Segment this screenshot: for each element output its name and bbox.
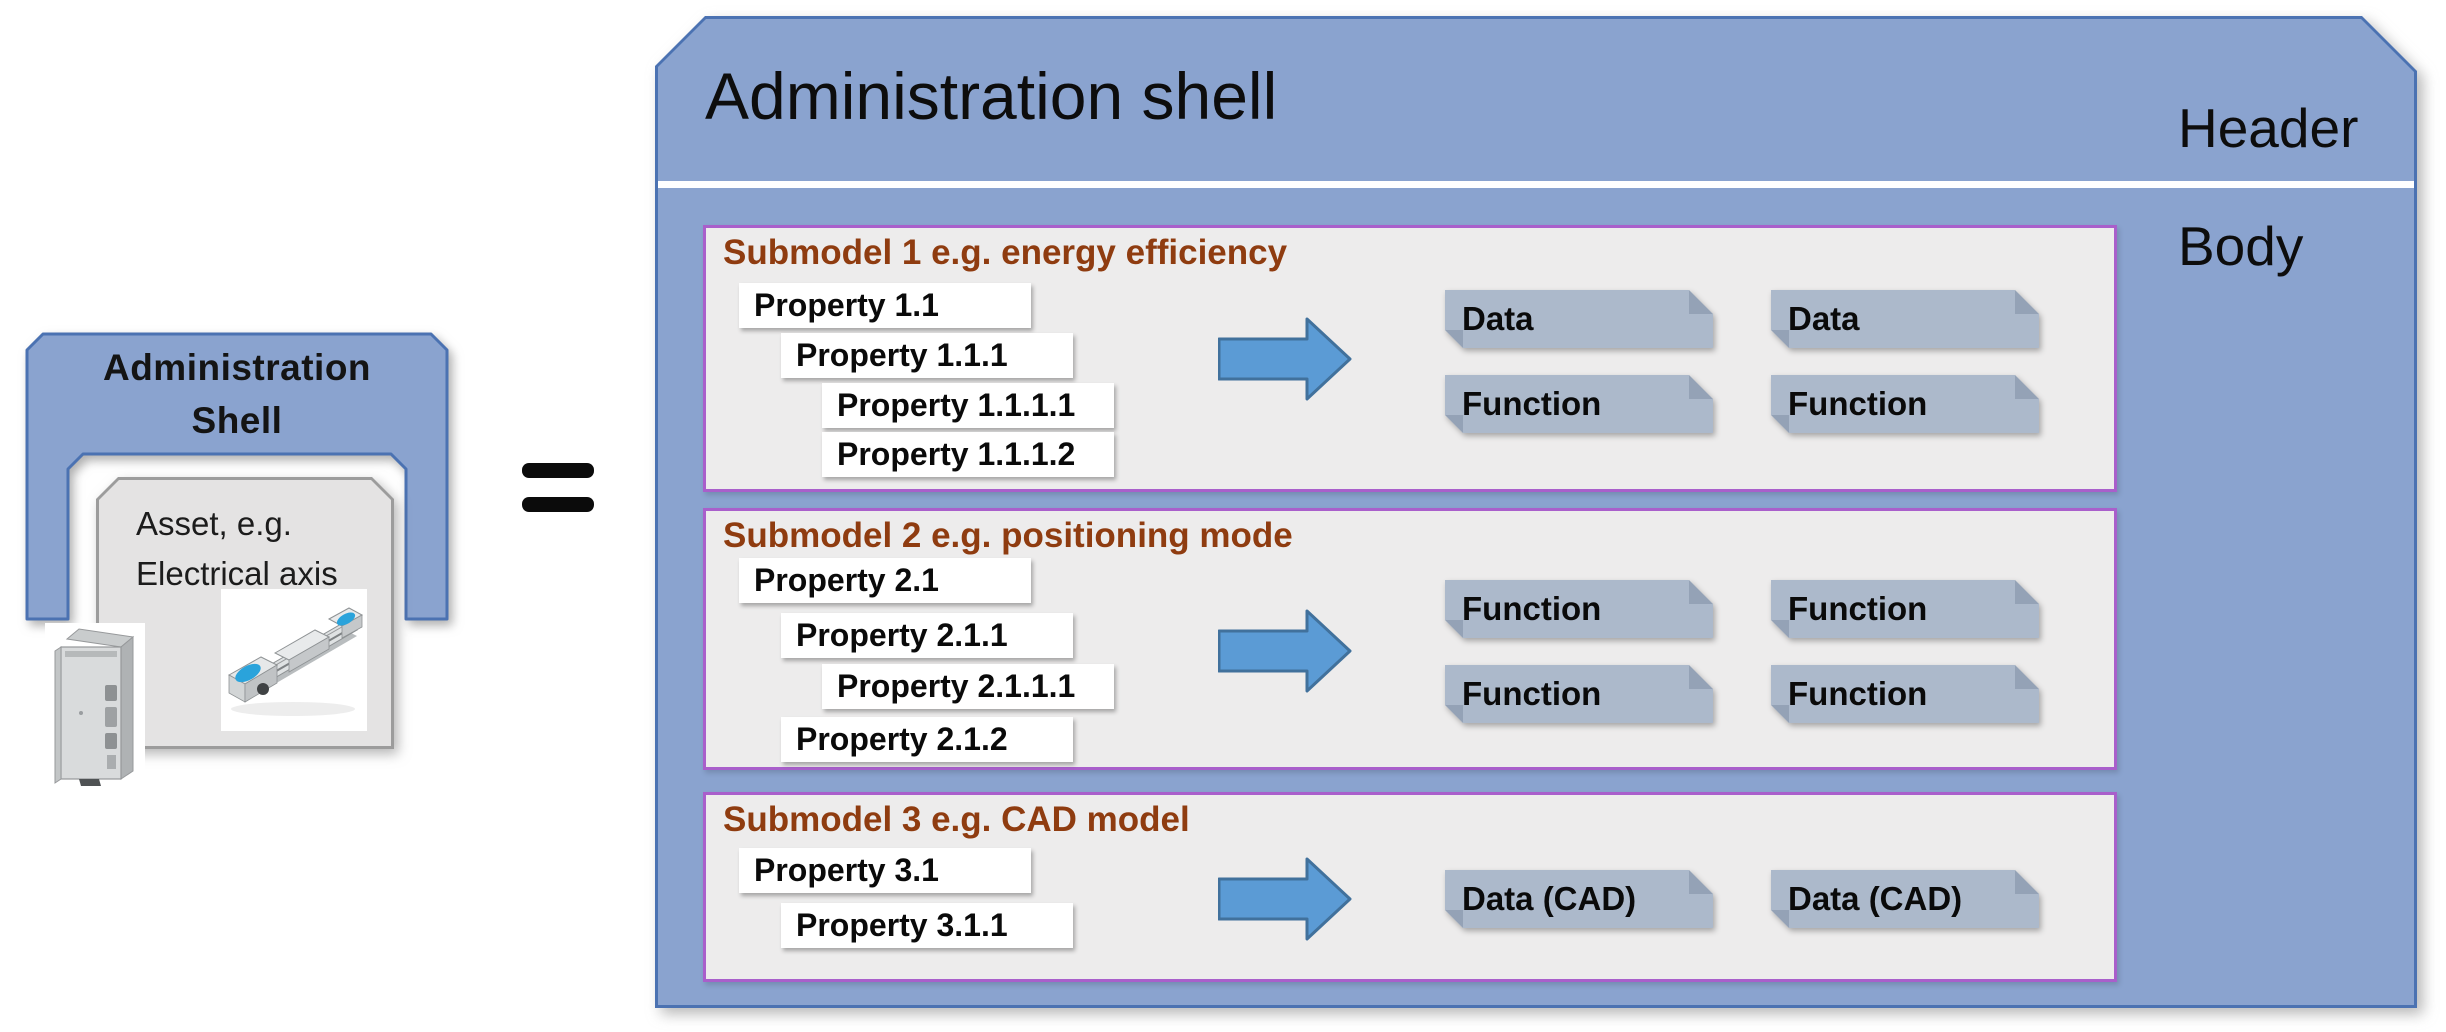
output-chip-shape: Function <box>1771 665 2039 723</box>
output-chip: Data (CAD) <box>1771 870 2039 928</box>
output-chip: Function <box>1771 375 2039 433</box>
administration-shell-label-line2: Shell <box>191 400 283 441</box>
output-chip-shape: Data <box>1445 290 1713 348</box>
header-body-divider <box>658 181 2414 188</box>
property-box: Property 2.1 <box>739 558 1031 603</box>
electrical-axis-photo <box>221 589 367 731</box>
output-chip: Data <box>1771 290 2039 348</box>
property-box: Property 1.1 <box>739 283 1031 328</box>
output-chip: Function <box>1445 375 1713 433</box>
output-chip: Data <box>1445 290 1713 348</box>
property-label: Property 1.1.1.1 <box>837 387 1076 423</box>
asset-label-line2: Electrical axis <box>136 555 338 592</box>
property-box: Property 3.1 <box>739 848 1031 893</box>
electrical-axis-illustration <box>227 607 364 716</box>
output-chip-label: Function <box>1788 385 1928 422</box>
body-label: Body <box>2178 215 2304 277</box>
output-chip-shape: Data (CAD) <box>1771 870 2039 928</box>
property-box: Property 2.1.1.1 <box>822 664 1114 709</box>
property-label: Property 2.1.1.1 <box>837 668 1076 704</box>
equals-bar-bottom <box>522 497 594 512</box>
output-chip-shape: Function <box>1771 580 2039 638</box>
submodel-1-title: Submodel 1 e.g. energy efficiency <box>723 233 1288 272</box>
property-box: Property 1.1.1.2 <box>822 432 1114 477</box>
output-chip-label: Function <box>1788 675 1928 712</box>
output-chip: Function <box>1771 665 2039 723</box>
output-chip-shape: Data (CAD) <box>1445 870 1713 928</box>
submodel-2-title: Submodel 2 e.g. positioning mode <box>723 516 1293 555</box>
property-label: Property 1.1.1 <box>796 337 1008 373</box>
output-chip-shape: Function <box>1445 665 1713 723</box>
equals-bar-top <box>522 463 594 478</box>
output-chip-label: Data <box>1788 300 1860 337</box>
output-chip-label: Function <box>1462 675 1602 712</box>
panel-title: Administration shell <box>705 59 1278 133</box>
output-chip-label: Data (CAD) <box>1462 880 1637 917</box>
property-label: Property 1.1 <box>754 287 939 323</box>
output-chip-label: Function <box>1462 590 1602 627</box>
property-box: Property 2.1.2 <box>781 717 1073 762</box>
asset-label-line1: Asset, e.g. <box>136 505 292 542</box>
servo-drive-illustration <box>54 628 135 786</box>
output-chip-label: Function <box>1462 385 1602 422</box>
output-chip-shape: Function <box>1445 375 1713 433</box>
output-chip-label: Data (CAD) <box>1788 880 1963 917</box>
header-label: Header <box>2178 97 2359 159</box>
property-label: Property 2.1.2 <box>796 721 1008 757</box>
output-chip-shape: Function <box>1771 375 2039 433</box>
asset-label: Asset, e.g. Electrical axis <box>136 499 338 599</box>
property-label: Property 3.1.1 <box>796 907 1008 943</box>
output-chip-label: Data <box>1462 300 1534 337</box>
output-chip-shape: Data <box>1771 290 2039 348</box>
property-label: Property 2.1.1 <box>796 617 1008 653</box>
submodel-3-title: Submodel 3 e.g. CAD model <box>723 800 1190 839</box>
output-chip: Data (CAD) <box>1445 870 1713 928</box>
transform-arrow-icon <box>1218 609 1352 693</box>
transform-arrow-icon <box>1218 317 1352 401</box>
administration-shell-arch <box>25 332 449 621</box>
output-chip: Function <box>1445 580 1713 638</box>
property-label: Property 2.1 <box>754 562 939 598</box>
property-box: Property 2.1.1 <box>781 613 1073 658</box>
property-box: Property 1.1.1 <box>781 333 1073 378</box>
administration-shell-label: Administration Shell <box>25 341 449 447</box>
output-chip-label: Function <box>1788 590 1928 627</box>
output-chip: Function <box>1771 580 2039 638</box>
equals-sign <box>522 463 594 512</box>
transform-arrow-icon <box>1218 857 1352 941</box>
administration-shell-label-line1: Administration <box>102 347 372 388</box>
property-label: Property 1.1.1.2 <box>837 436 1076 472</box>
output-chip: Function <box>1445 665 1713 723</box>
property-box: Property 3.1.1 <box>781 903 1073 948</box>
output-chip-shape: Function <box>1445 580 1713 638</box>
property-label: Property 3.1 <box>754 852 939 888</box>
servo-drive-photo <box>45 623 145 788</box>
property-box: Property 1.1.1.1 <box>822 383 1114 428</box>
